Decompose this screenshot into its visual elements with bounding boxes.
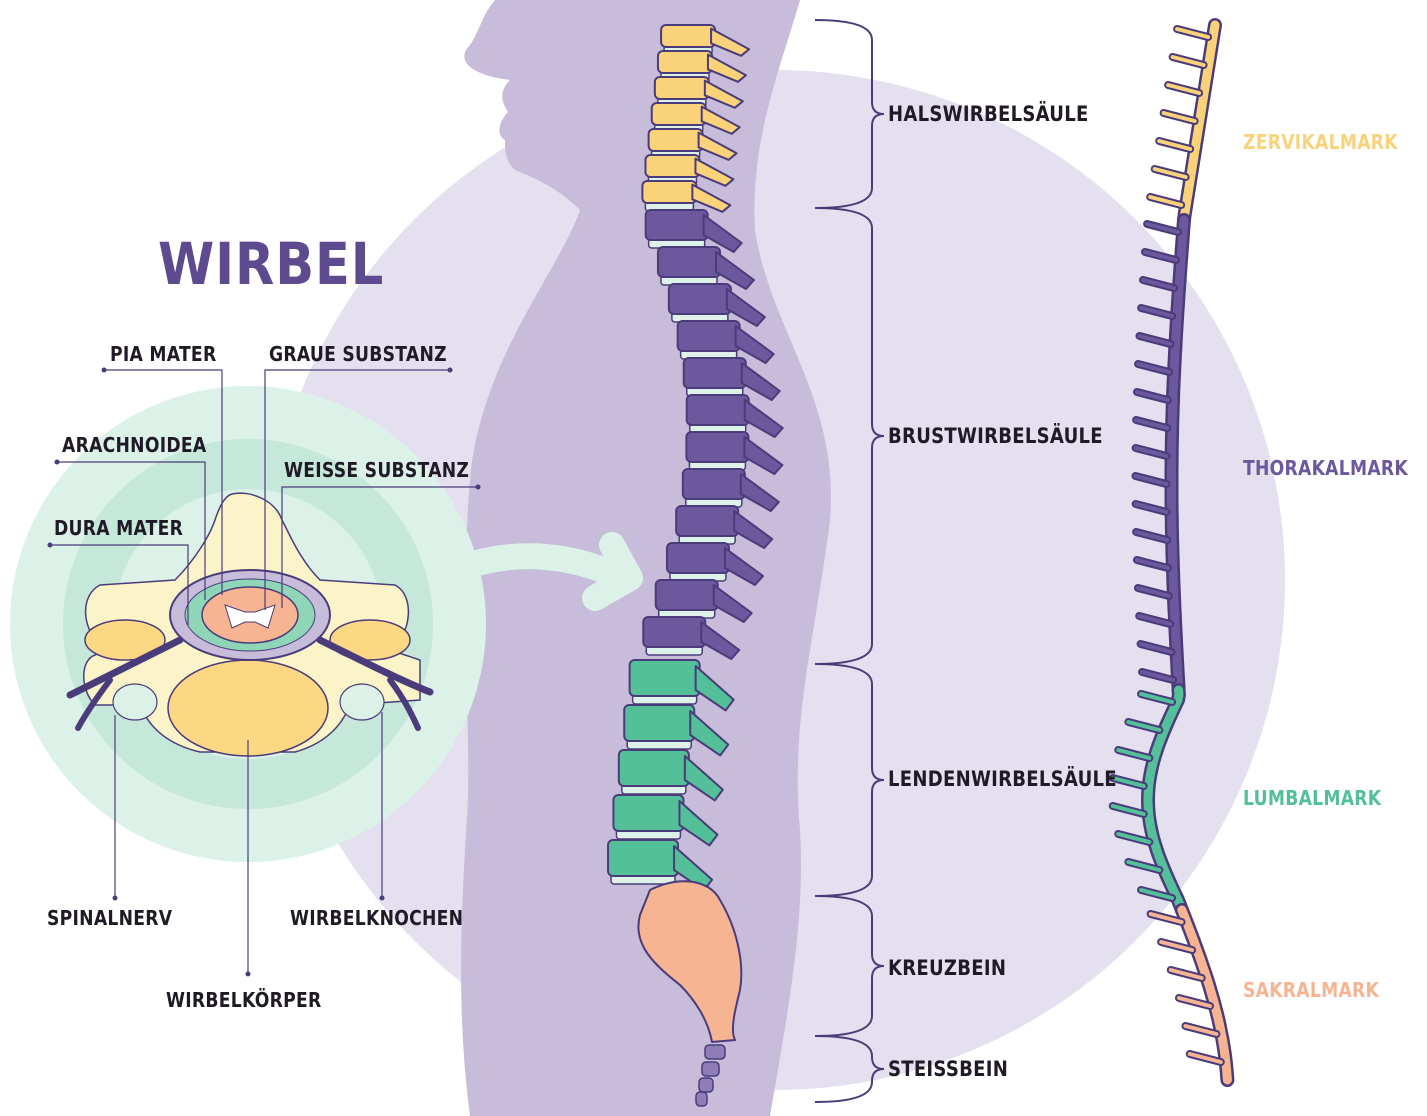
vertebra-body xyxy=(683,469,745,499)
label-halswirbelsaeule: HALSWIRBELSÄULE xyxy=(888,102,1089,126)
label-zervikalmark: ZERVIKALMARK xyxy=(1243,130,1398,154)
vertebra-body xyxy=(667,543,729,573)
vertebra-body xyxy=(687,395,749,425)
coccyx-segment xyxy=(702,1062,719,1076)
label-dura-mater: DURA MATER xyxy=(54,516,183,540)
foramen-right xyxy=(340,684,384,720)
label-arachnoidea: ARACHNOIDEA xyxy=(62,433,206,457)
leader-dot xyxy=(102,368,107,373)
label-steissbein: STEISSBEIN xyxy=(888,1057,1008,1081)
vertebra-body xyxy=(658,247,720,277)
vertebra-body xyxy=(646,210,708,240)
coccyx-segment xyxy=(699,1078,713,1092)
vertebra-body xyxy=(645,155,699,177)
vertebra-body xyxy=(619,750,689,786)
label-spinalnerv: SPINALNERV xyxy=(47,906,172,930)
leader-dot xyxy=(48,543,53,548)
vertebra-body xyxy=(661,25,715,47)
vertebra-body xyxy=(643,617,705,647)
label-kreuzbein: KREUZBEIN xyxy=(888,956,1006,980)
vertebra-body xyxy=(649,129,703,151)
coccyx-segment xyxy=(705,1045,725,1059)
coccyx-segment xyxy=(696,1092,707,1106)
label-brustwirbelsaeule: BRUSTWIRBELSÄULE xyxy=(888,424,1103,448)
vertebra-body xyxy=(655,77,709,99)
leader-dot xyxy=(55,460,60,465)
foramen-left xyxy=(113,684,157,720)
label-wirbelkoerper: WIRBELKÖRPER xyxy=(166,988,322,1012)
vertebra-body xyxy=(608,840,678,876)
label-pia-mater: PIA MATER xyxy=(110,342,216,366)
vertebra-body xyxy=(630,660,700,696)
vertebra-body xyxy=(669,284,731,314)
vertebra-body xyxy=(686,432,748,462)
leader-dot xyxy=(476,485,481,490)
label-lendenwirbelsaeule: LENDENWIRBELSÄULE xyxy=(888,767,1117,791)
leader-dot xyxy=(448,368,453,373)
vertebra-body xyxy=(642,181,696,203)
label-lumbalmark: LUMBALMARK xyxy=(1243,786,1381,810)
label-wirbelknochen: WIRBELKNOCHEN xyxy=(290,906,463,930)
vertebra-body xyxy=(678,321,740,351)
label-sakralmark: SAKRALMARK xyxy=(1243,978,1379,1002)
vertebra-body xyxy=(656,580,718,610)
label-thorakalmark: THORAKALMARK xyxy=(1243,456,1408,480)
label-weisse-substanz: WEISSE SUBSTANZ xyxy=(284,458,469,482)
leader-dot xyxy=(246,972,251,977)
leader-dot xyxy=(380,896,385,901)
vertebra-body xyxy=(676,506,738,536)
leader-dot xyxy=(113,896,118,901)
diagram-title: WIRBEL xyxy=(158,230,384,298)
vertebra-body xyxy=(652,103,706,125)
vertebra-body xyxy=(658,51,712,73)
vertebra-body xyxy=(684,358,746,388)
label-graue-substanz: GRAUE SUBSTANZ xyxy=(269,342,447,366)
vertebra-body xyxy=(613,795,683,831)
vertebra-body xyxy=(624,705,694,741)
